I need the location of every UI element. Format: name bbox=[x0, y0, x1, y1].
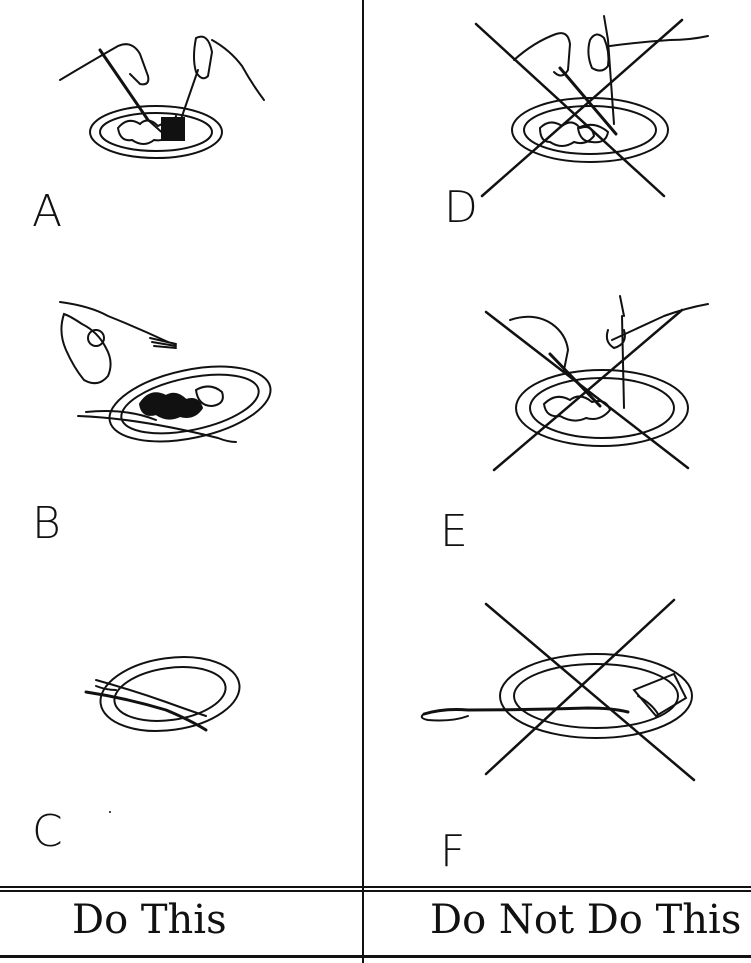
panel-letter: A bbox=[32, 190, 63, 234]
panel-letter: D bbox=[444, 186, 479, 230]
panel-letter: E bbox=[440, 510, 469, 554]
panel-d: D bbox=[364, 0, 726, 292]
caption-do-this: Do This bbox=[72, 900, 227, 940]
panel-letter: C bbox=[32, 810, 64, 854]
panel-c: C bbox=[0, 584, 362, 876]
panel-letter: B bbox=[32, 502, 62, 546]
caption-bottom-rule bbox=[0, 955, 751, 958]
knife-with-bread-crossed-illustration bbox=[364, 584, 726, 876]
wrong-angle-crossed-illustration bbox=[364, 292, 726, 584]
panel-letter: F bbox=[440, 830, 466, 874]
panel-b: B bbox=[0, 292, 362, 584]
cutting-meat-illustration bbox=[0, 0, 362, 292]
panel-e: E bbox=[364, 292, 726, 584]
panel-a: A bbox=[0, 0, 362, 292]
panel-f: F bbox=[364, 584, 726, 876]
wrong-grip-crossed-illustration bbox=[364, 0, 726, 292]
caption-top-rule bbox=[0, 886, 751, 892]
caption-do-not-do-this: Do Not Do This bbox=[430, 900, 741, 940]
